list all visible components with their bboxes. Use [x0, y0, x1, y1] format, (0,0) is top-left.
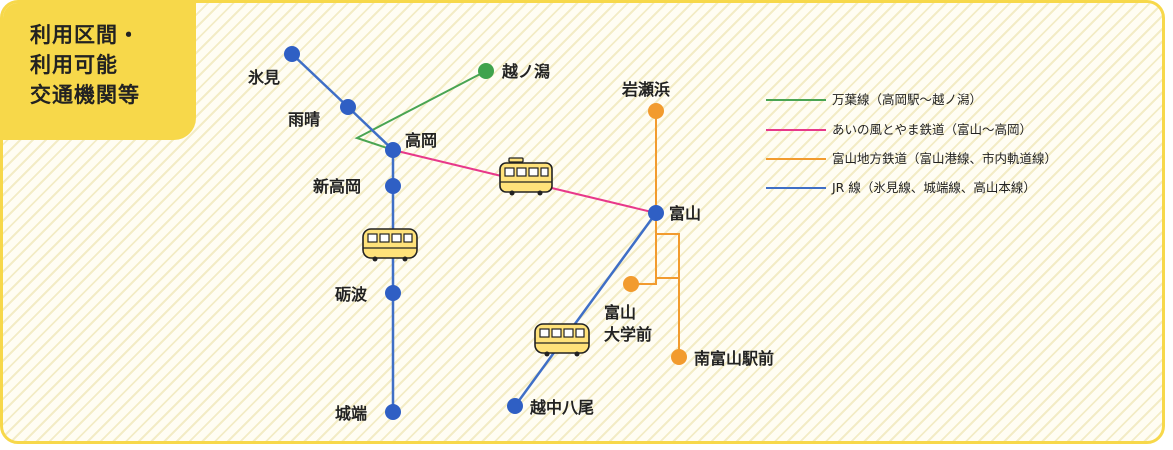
badge-line-3: 交通機関等 — [30, 83, 140, 107]
label-tonami: 砺波 — [335, 285, 368, 304]
station-shintakaoka — [385, 178, 401, 194]
station-amaharashi — [340, 99, 356, 115]
badge-line-1: 利用区間・ — [30, 23, 140, 47]
label-shintakaoka: 新高岡 — [313, 177, 361, 196]
legend-label-chitetsu: 富山地方鉄道（富山港線、市内軌道線） — [832, 151, 1057, 166]
station-tonami — [385, 285, 401, 301]
map-panel: 利用区間・ 利用可能 交通機関等 — [0, 0, 1165, 444]
label-minamitoyama: 南富山駅前 — [694, 349, 774, 368]
station-minamitoyama — [671, 349, 687, 365]
station-johana — [385, 404, 401, 420]
label-johana: 城端 — [335, 404, 367, 423]
label-himi: 氷見 — [248, 68, 280, 87]
label-koshinokata: 越ノ潟 — [501, 62, 550, 81]
chitetsu-tram-line — [631, 213, 657, 285]
train-icon — [362, 228, 418, 262]
label-takaoka: 高岡 — [405, 131, 437, 150]
legend-label-jr: JR 線（氷見線、城端線、高山本線） — [831, 180, 1036, 195]
tram-icon — [499, 157, 553, 196]
station-toyama-daigaku — [623, 276, 639, 292]
station-toyama — [648, 205, 664, 221]
legend-label-ainokaze: あいの風とやま鉄道（富山〜高岡） — [832, 122, 1032, 137]
station-himi — [284, 46, 300, 62]
station-etchu-yatsuo — [507, 398, 523, 414]
label-amaharashi: 雨晴 — [288, 110, 320, 129]
station-iwasehama — [648, 103, 664, 119]
manyo-line — [354, 70, 487, 151]
legend-label-manyo: 万葉線（高岡駅〜越ノ潟） — [832, 92, 982, 107]
label-iwasehama: 岩瀬浜 — [621, 80, 670, 99]
train-icon — [534, 323, 590, 357]
jr-takayama-line — [513, 212, 658, 407]
chitetsu-tram-loop — [656, 233, 680, 357]
legend: 万葉線（高岡駅〜越ノ潟） あいの風とやま鉄道（富山〜高岡） 富山地方鉄道（富山港… — [766, 92, 1057, 195]
label-toyama: 富山 — [669, 204, 701, 223]
label-etchu-yatsuo: 越中八尾 — [529, 398, 594, 417]
label-toyama-daigaku-1: 富山 — [604, 303, 636, 322]
station-takaoka — [385, 142, 401, 158]
station-koshinokata — [478, 63, 494, 79]
badge-line-2: 利用可能 — [30, 53, 118, 77]
label-toyama-daigaku-2: 大学前 — [604, 325, 652, 344]
title-badge: 利用区間・ 利用可能 交通機関等 — [3, 3, 196, 140]
